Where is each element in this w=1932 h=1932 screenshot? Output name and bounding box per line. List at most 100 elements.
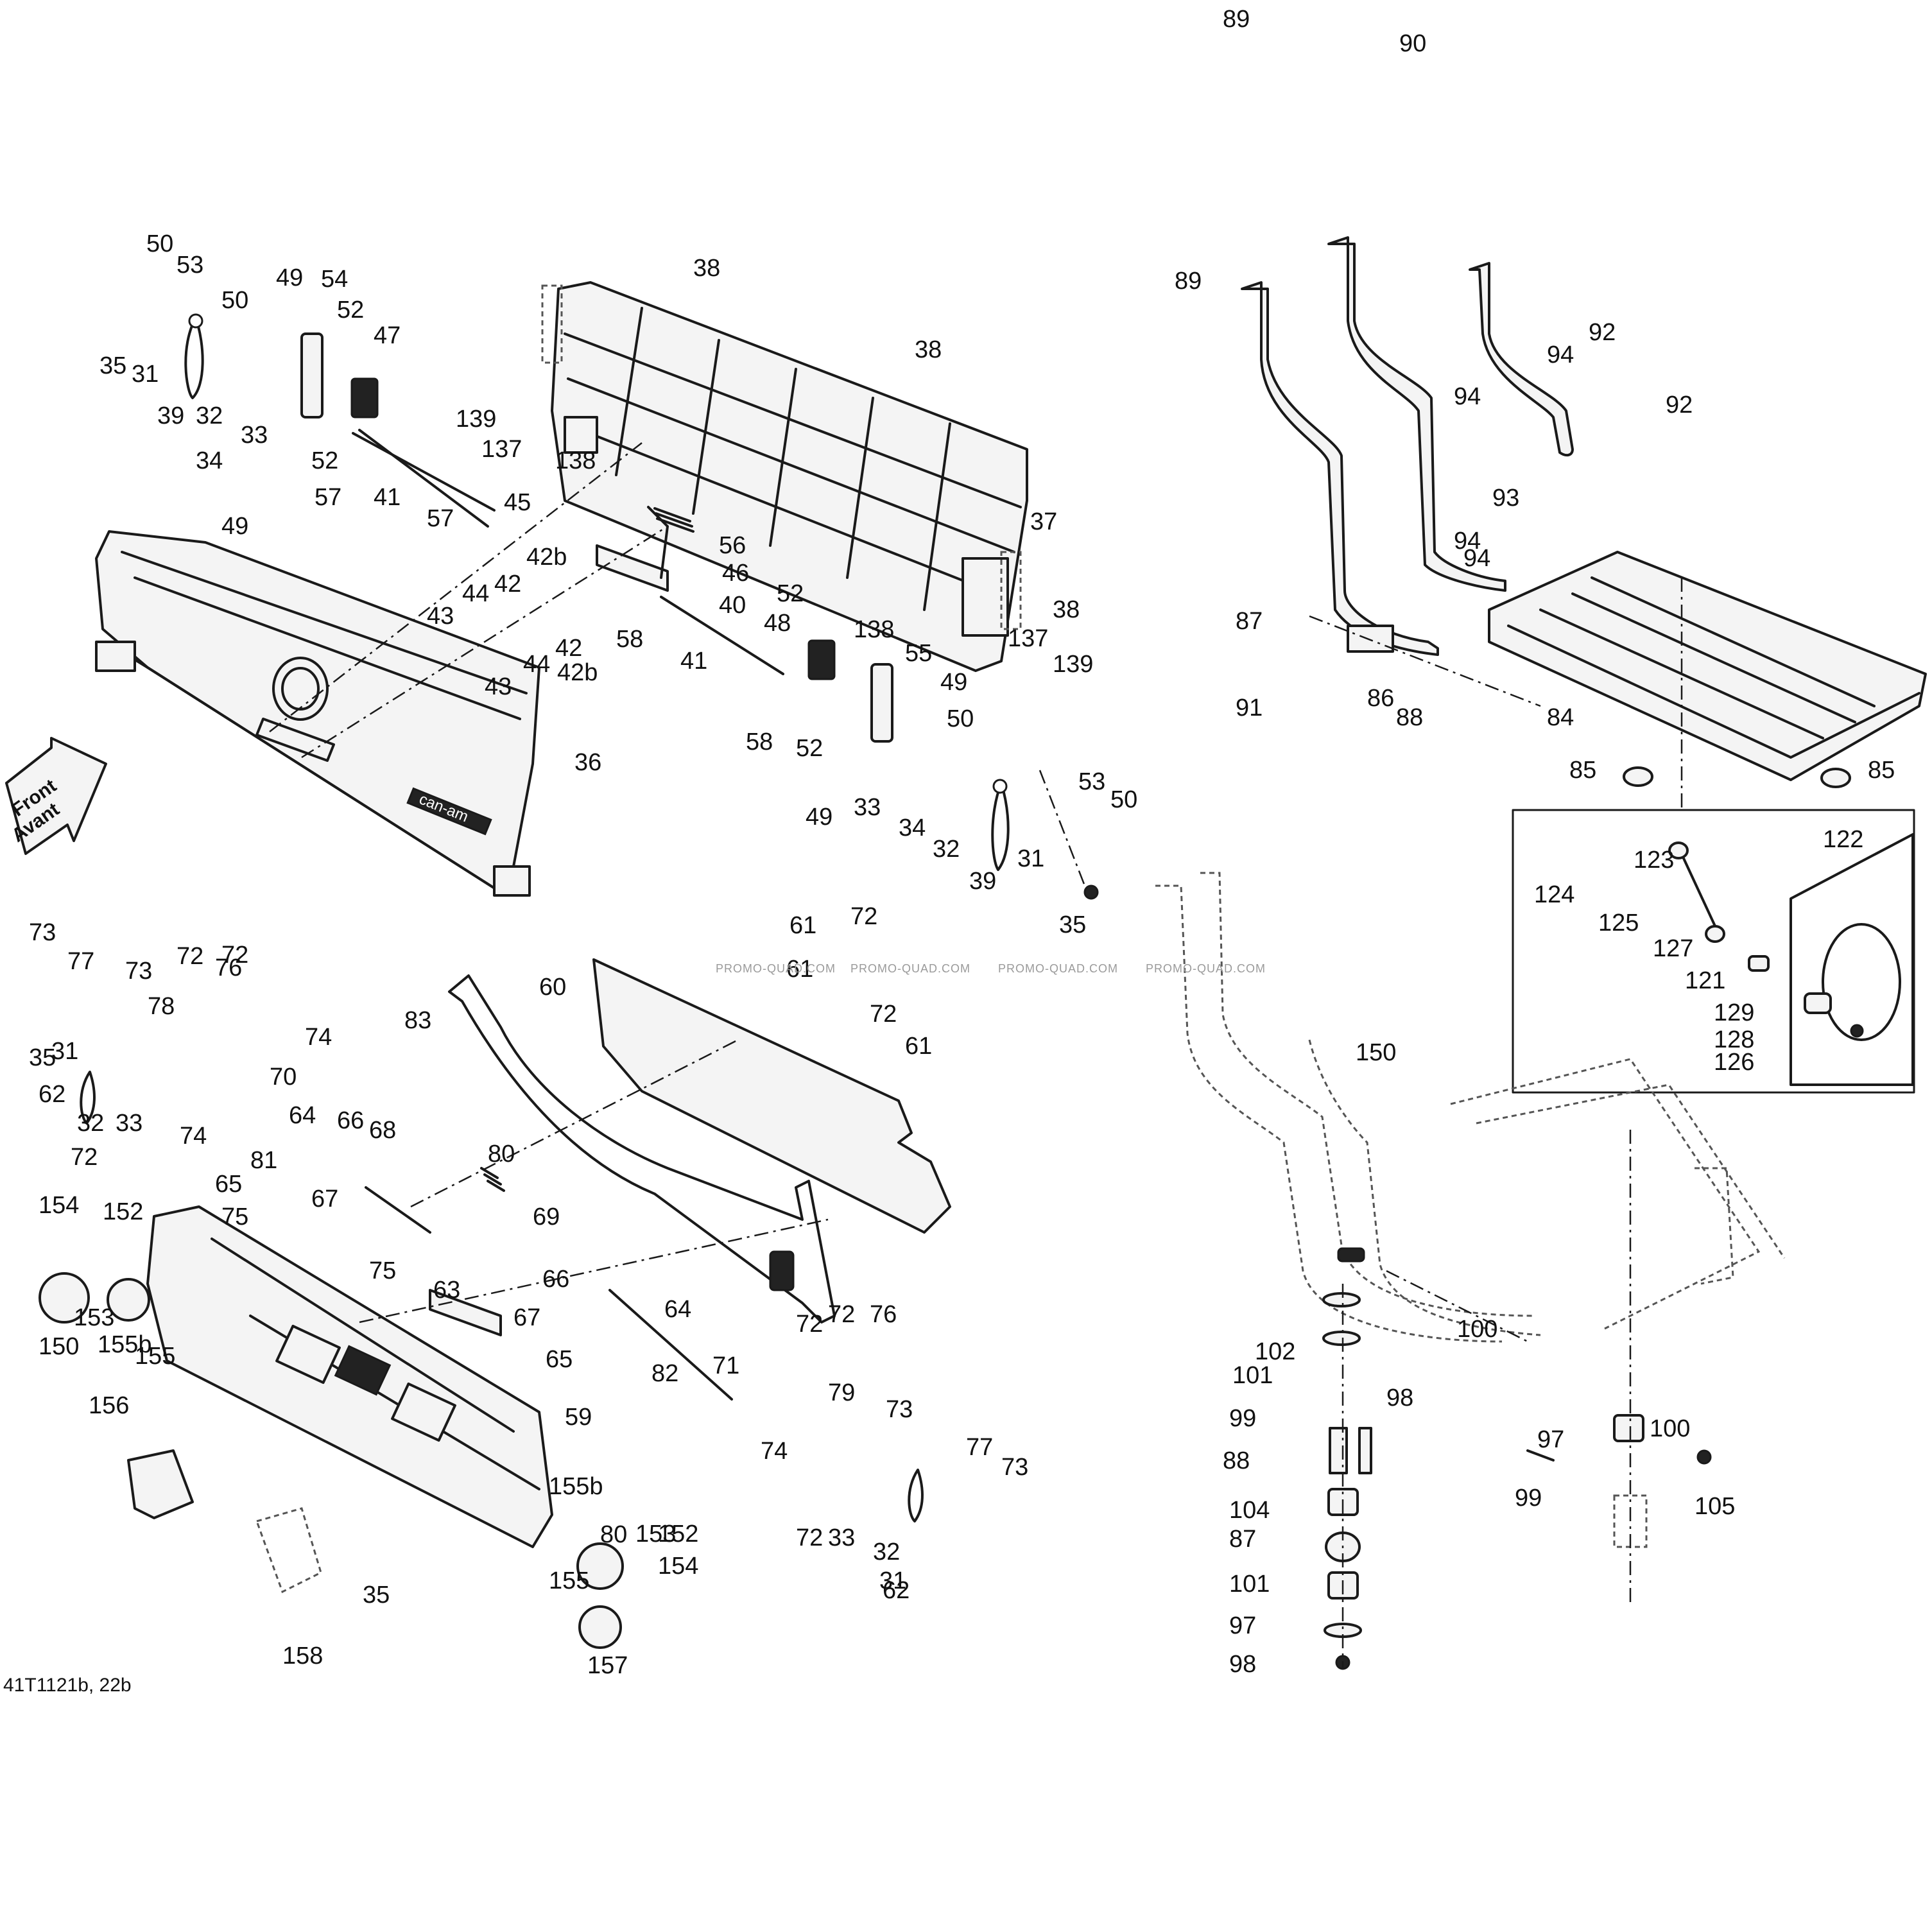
- tailgate-outer-panel: [95, 530, 540, 897]
- callout-98: 98: [1386, 1384, 1413, 1411]
- callout-33: 33: [854, 794, 881, 821]
- callout-42: 42: [494, 571, 521, 598]
- callout-72: 72: [177, 943, 203, 970]
- callout-83: 83: [404, 1007, 431, 1034]
- callout-41: 41: [374, 484, 401, 511]
- callout-42: 42: [555, 635, 582, 662]
- callout-50: 50: [221, 287, 248, 314]
- callout-121: 121: [1685, 967, 1725, 994]
- callout-150: 150: [39, 1333, 79, 1360]
- callout-52: 52: [337, 297, 364, 323]
- callout-81: 81: [250, 1147, 277, 1174]
- callout-155b: 155b: [549, 1473, 603, 1500]
- callout-49: 49: [276, 264, 303, 291]
- callout-33: 33: [828, 1524, 855, 1551]
- callout-102: 102: [1255, 1338, 1295, 1365]
- rack-assembled-ghost: [1155, 872, 1786, 1343]
- callout-138: 138: [854, 616, 894, 643]
- callout-137: 137: [481, 436, 522, 463]
- callout-50: 50: [146, 230, 173, 257]
- callout-157: 157: [587, 1652, 628, 1679]
- callout-74: 74: [761, 1438, 788, 1465]
- callout-153: 153: [74, 1304, 114, 1331]
- callout-138: 138: [555, 447, 596, 474]
- callout-104: 104: [1229, 1497, 1270, 1524]
- callout-155: 155: [135, 1343, 175, 1370]
- callout-56: 56: [719, 532, 746, 559]
- callout-150: 150: [1356, 1039, 1396, 1066]
- callout-126: 126: [1714, 1049, 1754, 1076]
- callout-60: 60: [539, 974, 566, 1001]
- callout-68: 68: [369, 1117, 396, 1144]
- callout-49: 49: [940, 669, 967, 696]
- callout-67: 67: [513, 1304, 540, 1331]
- callout-153: 153: [635, 1521, 676, 1548]
- callout-47: 47: [374, 322, 401, 349]
- callout-52: 52: [777, 580, 804, 607]
- callout-34: 34: [196, 447, 223, 474]
- callout-85: 85: [1868, 757, 1895, 784]
- callout-49: 49: [806, 804, 832, 831]
- callout-44: 44: [523, 651, 550, 678]
- callout-94: 94: [1454, 528, 1481, 555]
- callout-73: 73: [886, 1396, 913, 1423]
- callout-99: 99: [1229, 1405, 1256, 1432]
- callout-94: 94: [1454, 383, 1481, 410]
- callout-46: 46: [722, 560, 749, 587]
- hardware-stack-left: [1322, 1247, 1372, 1670]
- callout-137: 137: [1008, 625, 1048, 652]
- callout-80: 80: [600, 1521, 627, 1548]
- reference-code: 41T1121b, 22b: [3, 1675, 132, 1696]
- callout-66: 66: [337, 1107, 364, 1134]
- callout-76: 76: [215, 954, 242, 981]
- callout-82: 82: [651, 1360, 678, 1387]
- callout-88: 88: [1396, 704, 1423, 731]
- rack-side-rails: [1241, 236, 1574, 656]
- callout-53: 53: [177, 252, 203, 279]
- callout-105: 105: [1695, 1493, 1735, 1520]
- callout-35: 35: [1059, 911, 1086, 938]
- callout-77: 77: [67, 948, 94, 975]
- callout-66: 66: [542, 1266, 569, 1293]
- callout-65: 65: [215, 1171, 242, 1198]
- callout-73: 73: [1001, 1454, 1028, 1481]
- callout-41: 41: [680, 648, 707, 675]
- callout-43: 43: [485, 673, 512, 700]
- callout-99: 99: [1515, 1485, 1542, 1512]
- callout-50: 50: [1110, 786, 1137, 813]
- callout-101: 101: [1232, 1362, 1273, 1389]
- callout-72: 72: [221, 942, 248, 969]
- callout-33: 33: [116, 1110, 142, 1137]
- callout-61: 61: [789, 912, 816, 939]
- callout-35: 35: [99, 352, 126, 379]
- callout-73: 73: [125, 958, 152, 985]
- callout-154: 154: [39, 1192, 79, 1219]
- callout-123: 123: [1634, 847, 1674, 874]
- callout-45: 45: [504, 489, 531, 516]
- callout-61: 61: [786, 956, 813, 983]
- strap-assembly-left: [184, 313, 496, 528]
- callout-42b: 42b: [557, 659, 598, 686]
- callout-76: 76: [870, 1301, 897, 1328]
- callout-90: 90: [1399, 30, 1426, 57]
- tailgate-inner-frame: [541, 281, 1028, 672]
- callout-124: 124: [1534, 881, 1574, 908]
- callout-72: 72: [796, 1311, 823, 1338]
- callout-62: 62: [883, 1577, 910, 1604]
- callout-97: 97: [1229, 1612, 1256, 1639]
- callout-72: 72: [796, 1524, 823, 1551]
- callout-69: 69: [533, 1203, 560, 1230]
- tailgate-lower-panel: [146, 1205, 553, 1548]
- callout-100: 100: [1457, 1316, 1497, 1343]
- callout-125: 125: [1598, 910, 1639, 936]
- callout-122: 122: [1823, 826, 1863, 853]
- front-arrow: Front Avant: [5, 737, 107, 855]
- callout-139: 139: [456, 406, 496, 433]
- callout-32: 32: [873, 1539, 900, 1565]
- callout-89: 89: [1175, 268, 1202, 295]
- callout-155: 155: [549, 1567, 589, 1594]
- callout-52: 52: [796, 735, 823, 762]
- callout-36: 36: [574, 749, 601, 776]
- callout-139: 139: [1053, 651, 1093, 678]
